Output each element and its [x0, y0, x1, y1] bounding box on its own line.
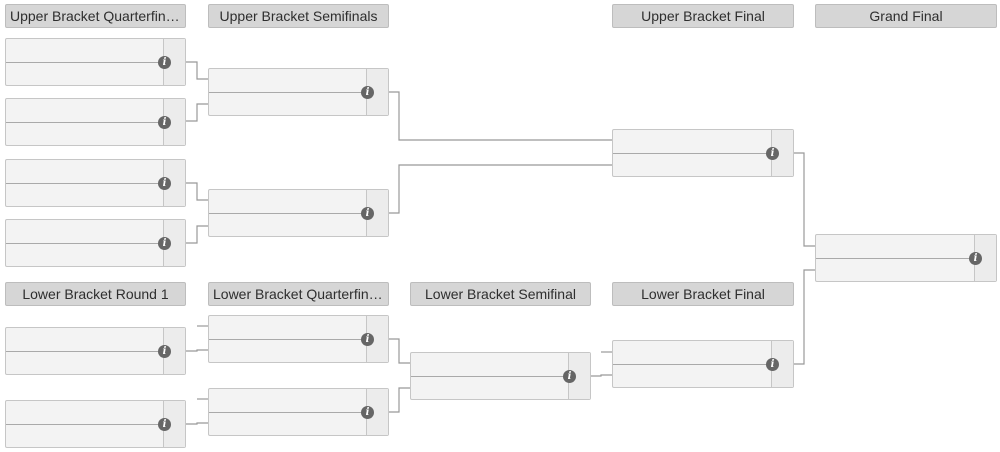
team-slot-top[interactable] — [613, 130, 772, 153]
connector-lbqf2-lbsf — [389, 387, 410, 413]
connector-ubf-gf — [794, 152, 815, 247]
connector-ubqf4-ubsf2 — [186, 225, 208, 244]
match-ubqf-2[interactable]: i — [5, 98, 186, 146]
team-slot-top[interactable] — [816, 235, 975, 258]
team-slot-top[interactable] — [209, 69, 367, 92]
team-slot-top[interactable] — [613, 341, 772, 364]
match-ubqf-1[interactable]: i — [5, 38, 186, 86]
info-icon[interactable]: i — [361, 207, 374, 220]
info-icon[interactable]: i — [361, 86, 374, 99]
connector-ubsf2-ubf — [389, 164, 612, 214]
team-slot-bottom[interactable] — [209, 412, 367, 436]
match-lbr1-1[interactable]: i — [5, 327, 186, 375]
info-icon[interactable]: i — [563, 370, 576, 383]
header-upper-semifinals: Upper Bracket Semifinals — [208, 4, 389, 28]
match-lbqf-1[interactable]: i — [208, 315, 389, 363]
team-slot-bottom[interactable] — [613, 153, 772, 177]
match-ubsf-1[interactable]: i — [208, 68, 389, 116]
connector-lbr1b-lbqf2 — [186, 422, 208, 425]
connector-lbqf1-lbsf — [389, 338, 410, 364]
team-slot-top[interactable] — [6, 328, 164, 351]
match-lbsf[interactable]: i — [410, 352, 591, 400]
connector-lbf-gf — [794, 269, 815, 365]
info-icon[interactable]: i — [158, 56, 171, 69]
connector-lbr1a-lbqf1 — [186, 349, 208, 352]
header-upper-final: Upper Bracket Final — [612, 4, 794, 28]
team-slot-bottom[interactable] — [411, 376, 569, 400]
team-slot-top[interactable] — [6, 99, 164, 122]
connector-ubsf1-ubf — [389, 91, 612, 141]
header-grand-final: Grand Final — [815, 4, 997, 28]
header-lower-semifinal: Lower Bracket Semifinal — [410, 282, 591, 306]
header-lower-final: Lower Bracket Final — [612, 282, 794, 306]
info-icon[interactable]: i — [158, 177, 171, 190]
team-slot-bottom[interactable] — [209, 213, 367, 237]
info-icon[interactable]: i — [969, 252, 982, 265]
header-lower-quarterfinals: Lower Bracket Quarterfinals — [208, 282, 389, 306]
team-slot-bottom[interactable] — [6, 424, 164, 448]
connector-ubqf3-ubsf2 — [186, 182, 208, 201]
info-icon[interactable]: i — [158, 237, 171, 250]
info-icon[interactable]: i — [361, 333, 374, 346]
team-slot-bottom[interactable] — [613, 364, 772, 388]
info-icon[interactable]: i — [766, 358, 779, 371]
match-lbr1-2[interactable]: i — [5, 400, 186, 448]
header-upper-quarterfinals: Upper Bracket Quarterfinals — [5, 4, 186, 28]
team-slot-top[interactable] — [411, 353, 569, 376]
team-slot-top[interactable] — [6, 401, 164, 424]
team-slot-bottom[interactable] — [6, 62, 164, 86]
match-lbf[interactable]: i — [612, 340, 794, 388]
team-slot-top[interactable] — [209, 389, 367, 412]
team-slot-bottom[interactable] — [6, 243, 164, 267]
connector-ubqf1-ubsf1 — [186, 61, 208, 80]
match-ubsf-2[interactable]: i — [208, 189, 389, 237]
info-icon[interactable]: i — [766, 147, 779, 160]
match-ubqf-4[interactable]: i — [5, 219, 186, 267]
connector-ubqf2-ubsf1 — [186, 103, 208, 122]
team-slot-bottom[interactable] — [209, 92, 367, 116]
team-slot-top[interactable] — [6, 220, 164, 243]
team-slot-bottom[interactable] — [209, 339, 367, 363]
match-ubf[interactable]: i — [612, 129, 794, 177]
team-slot-bottom[interactable] — [6, 122, 164, 146]
match-lbqf-2[interactable]: i — [208, 388, 389, 436]
match-grand-final[interactable]: i — [815, 234, 997, 282]
info-icon[interactable]: i — [361, 406, 374, 419]
connector-lbsf-lbf — [591, 374, 612, 377]
team-slot-bottom[interactable] — [6, 351, 164, 375]
team-slot-top[interactable] — [6, 160, 164, 183]
team-slot-bottom[interactable] — [6, 183, 164, 207]
info-icon[interactable]: i — [158, 418, 171, 431]
team-slot-top[interactable] — [209, 190, 367, 213]
info-icon[interactable]: i — [158, 345, 171, 358]
team-slot-top[interactable] — [6, 39, 164, 62]
team-slot-bottom[interactable] — [816, 258, 975, 282]
info-icon[interactable]: i — [158, 116, 171, 129]
team-slot-top[interactable] — [209, 316, 367, 339]
match-ubqf-3[interactable]: i — [5, 159, 186, 207]
header-lower-round-1: Lower Bracket Round 1 — [5, 282, 186, 306]
